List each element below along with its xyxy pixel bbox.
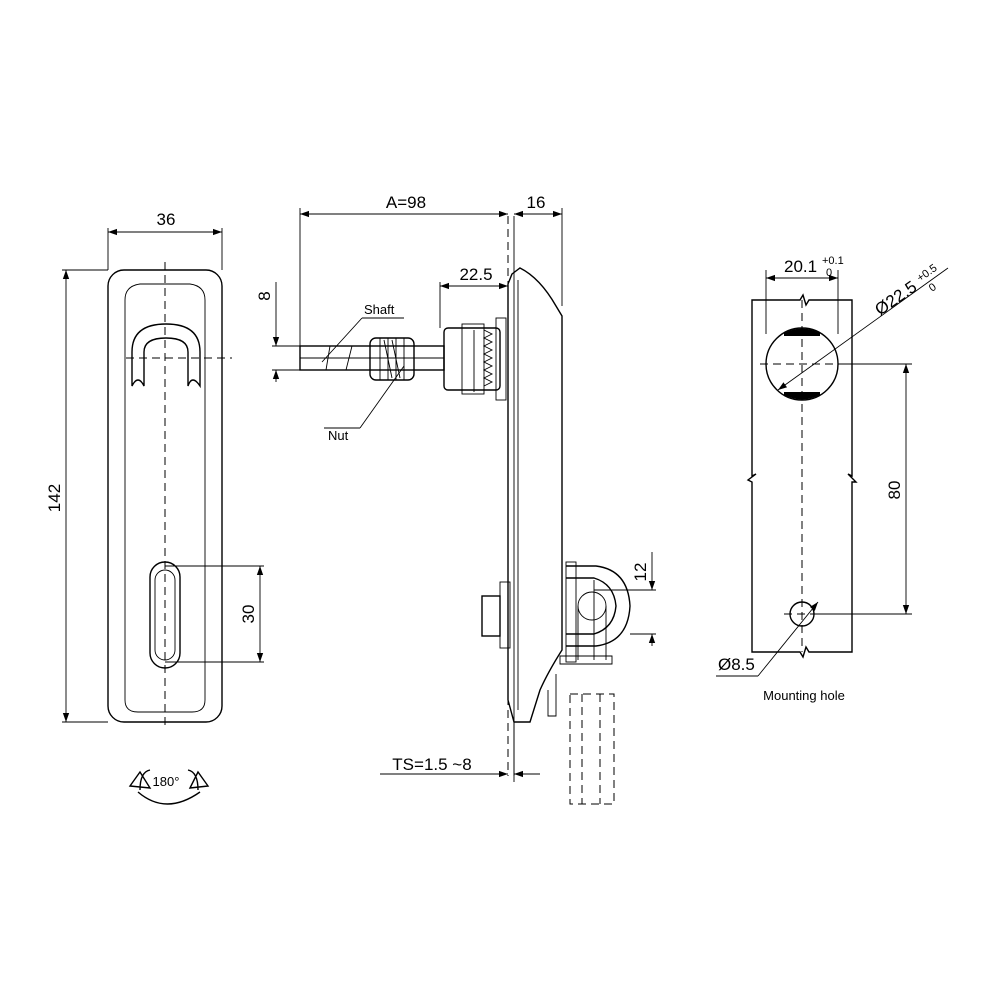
cutout-view: 20.1 +0.1 0 Ø22.5 +0.5 0 80 Ø8.5 Mountin… — [716, 255, 949, 703]
front-height-label: 142 — [45, 484, 64, 512]
nut-leader-line — [359, 365, 405, 429]
handle-grip — [131, 323, 201, 389]
shaft-dia-label: 8 — [255, 291, 274, 300]
rotation-label: 180° — [153, 774, 180, 789]
cam-hook — [566, 565, 631, 647]
escutcheon-profile — [507, 267, 563, 723]
mount-dia-leader-line — [757, 601, 819, 677]
key-slot-inner — [154, 569, 176, 661]
panel-strip-outline — [746, 293, 858, 659]
side-view: A=98 16 22.5 8 12 TS=1.5 ~8 Shaft Nut — [255, 193, 656, 805]
lock-housing — [443, 327, 501, 391]
offset-dimension-label: 22.5 — [459, 265, 492, 284]
shaft-leader-line — [321, 317, 363, 363]
cam-dimension-label: 12 — [631, 563, 650, 582]
key-slot-outer — [149, 561, 181, 669]
front-slot-label: 30 — [239, 605, 258, 624]
rotation-arrow-icon — [128, 769, 210, 805]
hole-dia-tol-lower: 0 — [927, 281, 939, 294]
nut — [369, 337, 415, 381]
spacing-label: 80 — [885, 481, 904, 500]
nut-callout: Nut — [328, 428, 349, 443]
hole-dia-tol-upper: +0.5 — [915, 262, 940, 284]
shaft-callout: Shaft — [364, 302, 395, 317]
mount-dia-label: Ø8.5 — [718, 655, 755, 674]
flat-width-tol-lower: 0 — [826, 267, 832, 279]
hole-dia-label: Ø22.5 — [871, 277, 920, 319]
a-dimension-label: A=98 — [386, 193, 426, 212]
hole-dia-leader-line — [777, 267, 949, 391]
flat-width-tol-upper: +0.1 — [822, 255, 844, 267]
ts-dimension-label: TS=1.5 ~8 — [392, 755, 471, 774]
latch-inner-outline — [124, 283, 206, 713]
front-width-label: 36 — [157, 210, 176, 229]
front-view: 36 142 30 180° — [45, 210, 264, 805]
mount-hole-caption: Mounting hole — [763, 688, 845, 703]
cam-rotated-position — [569, 693, 615, 805]
depth-dimension-label: 16 — [527, 193, 546, 212]
lower-stud — [481, 595, 501, 637]
flat-width-label: 20.1 — [784, 257, 817, 276]
